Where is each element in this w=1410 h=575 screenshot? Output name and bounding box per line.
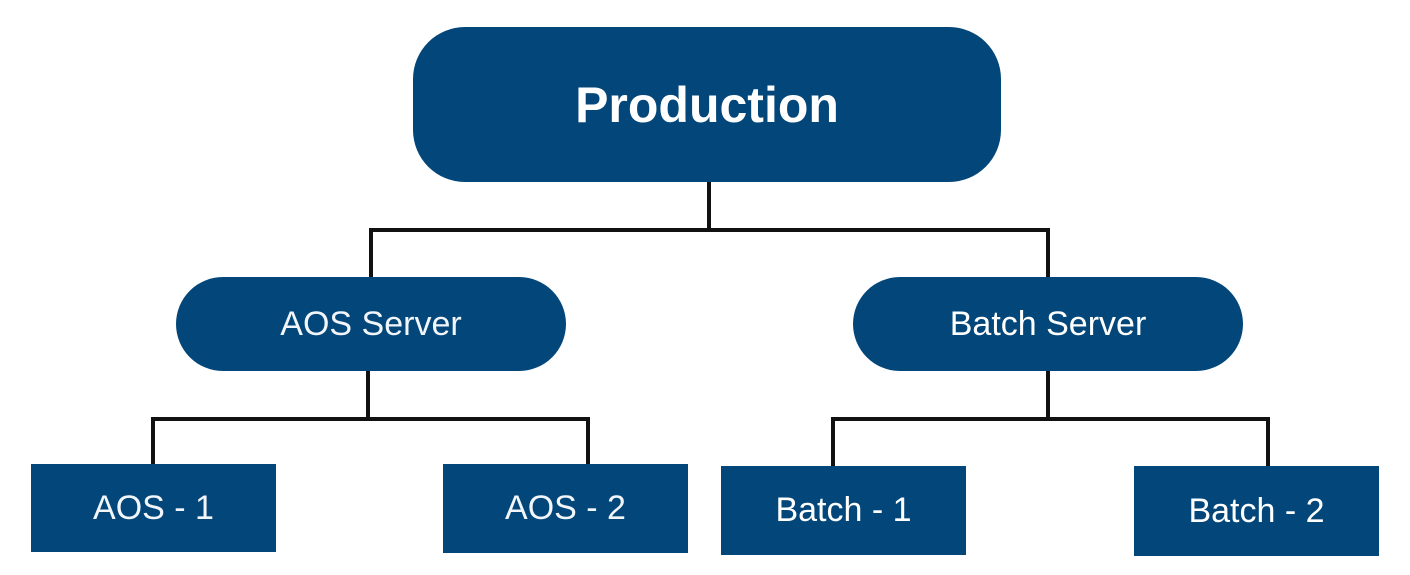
aos-1-node: AOS - 1 (31, 464, 276, 552)
aos-server-node: AOS Server (176, 277, 566, 371)
batch-1-node: Batch - 1 (721, 466, 966, 555)
batch-server-node: Batch Server (853, 277, 1243, 371)
production-node: Production (413, 27, 1001, 182)
aos-2-node: AOS - 2 (443, 464, 688, 553)
batch-2-node: Batch - 2 (1134, 466, 1379, 556)
